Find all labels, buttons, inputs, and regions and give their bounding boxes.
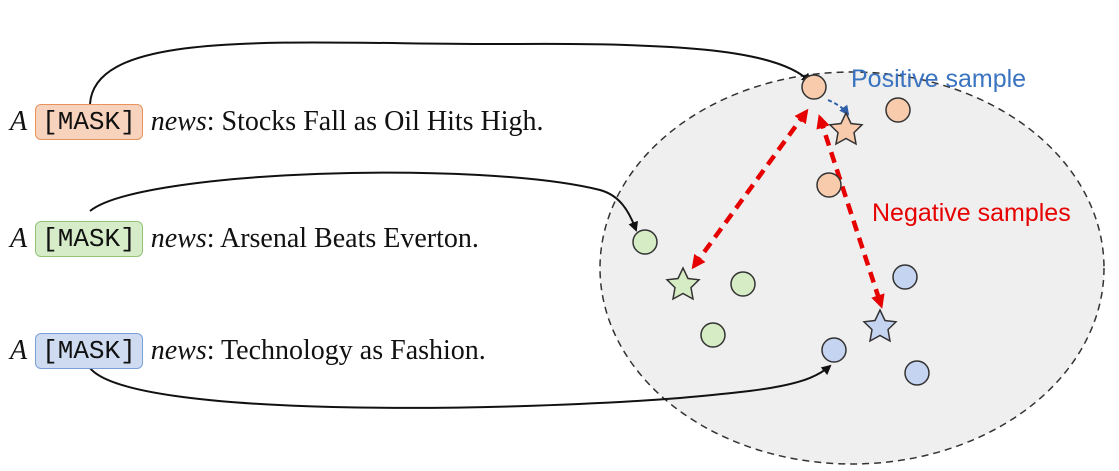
orange-point (885, 97, 911, 123)
sentence-news-word: news (150, 106, 207, 137)
arrow-orange-mask-to-point (89, 41, 812, 105)
blue-point (892, 264, 918, 290)
sentence-text: : Stocks Fall as Oil Hits High. (206, 106, 544, 137)
sentence-row-3: A [MASK] news : Technology as Fashion. (10, 333, 486, 369)
orange-star (828, 111, 864, 146)
sentence-text: : Technology as Fashion. (206, 335, 486, 366)
arrow-green-mask-to-point (89, 171, 638, 232)
green-point (700, 322, 726, 348)
mask-token-blue: [MASK] (35, 333, 143, 369)
sentence-text: : Arsenal Beats Everton. (206, 223, 479, 254)
negative-arrow-green (691, 108, 809, 270)
blue-point (821, 337, 847, 363)
orange-anchor-point (801, 74, 827, 100)
sentence-row-1: A [MASK] news : Stocks Fall as Oil Hits … (10, 104, 544, 140)
blue-point (904, 360, 930, 386)
sentence-article: A (10, 106, 28, 137)
sentence-news-word: news (150, 223, 207, 254)
mask-token-orange: [MASK] (35, 104, 143, 140)
green-point (730, 271, 756, 297)
sentence-news-word: news (150, 335, 207, 366)
sentence-article: A (10, 223, 28, 254)
green-point (632, 229, 658, 255)
positive-sample-arrow (827, 99, 850, 116)
blue-star (862, 308, 898, 343)
negative-samples-label: Negative samples (872, 199, 1071, 227)
green-star (665, 266, 701, 301)
negative-arrow-blue (816, 114, 885, 309)
sentence-article: A (10, 335, 28, 366)
arrow-blue-mask-to-point (89, 364, 832, 409)
mask-token-green: [MASK] (35, 221, 143, 257)
positive-sample-label: Positive sample (851, 65, 1027, 93)
sentence-row-2: A [MASK] news : Arsenal Beats Everton. (10, 221, 479, 257)
orange-point (816, 172, 842, 198)
